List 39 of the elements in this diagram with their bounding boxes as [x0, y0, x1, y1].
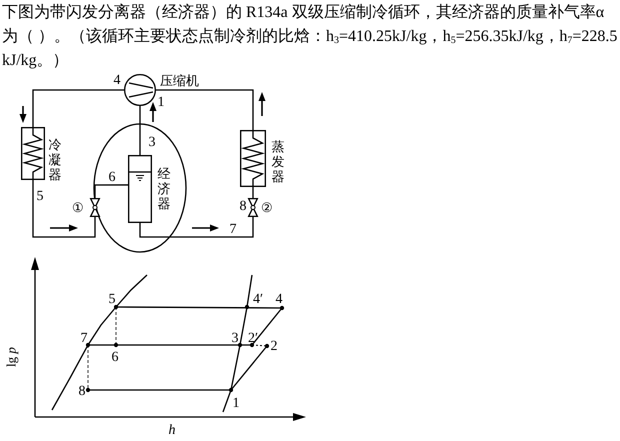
pipe-line: [139, 217, 254, 238]
state-point-number: 7: [230, 223, 236, 237]
state-point-number: 3: [148, 136, 156, 150]
point-label: 5: [108, 293, 116, 307]
point-label: 8: [78, 385, 86, 399]
point-label: 4: [276, 293, 282, 307]
equipment-label: 经济器: [157, 166, 171, 211]
separator-vessel: [128, 155, 152, 223]
point-label: 2: [270, 340, 278, 354]
state-point-number: 8: [240, 200, 246, 214]
point-label: 1: [232, 397, 240, 411]
state-point-number: 6: [108, 171, 116, 185]
valve-number: ②: [261, 200, 273, 215]
point-label: 2′: [248, 332, 258, 346]
question-text: 下图为带闪发分离器（经济器）的 R134a 双级压缩制冷循环，其经济器的质量补气率α为（ ）。（该循环主要状态点制冷剂的比焓：h$_{3}$=410.25kJ/kg，h$_{5}$=256.35kJ/kg，h$_{7}$=228.5 kJ/kg。）: [2, 2, 618, 71]
axis-label: h: [168, 424, 176, 438]
pipe-line: [156, 89, 254, 130]
equipment-label: 压缩机: [160, 73, 199, 88]
expansion-valve: [248, 198, 258, 217]
compressor-symbol: [124, 74, 156, 106]
pipe-line: [94, 184, 128, 198]
point-label: 3: [232, 332, 238, 346]
condenser-coil: [21, 127, 45, 180]
evaporator-coil: [240, 130, 266, 187]
axis-label: lg p: [4, 347, 18, 367]
equipment-label: 蒸发器: [271, 139, 285, 184]
point-label: 6: [112, 351, 118, 365]
equipment-label: 冷凝器: [48, 137, 62, 182]
state-point-number: 1: [158, 96, 164, 110]
pipe-line: [32, 180, 96, 238]
point-label: 4′: [252, 293, 264, 307]
state-point-number: 5: [36, 190, 44, 204]
pipe-line: [32, 89, 124, 127]
pipe-line: [252, 187, 254, 198]
pipe-line: [139, 106, 141, 155]
point-label: 7: [80, 332, 88, 346]
state-point-number: 4: [114, 74, 120, 88]
expansion-valve: [90, 198, 100, 217]
valve-number: ①: [72, 200, 84, 215]
